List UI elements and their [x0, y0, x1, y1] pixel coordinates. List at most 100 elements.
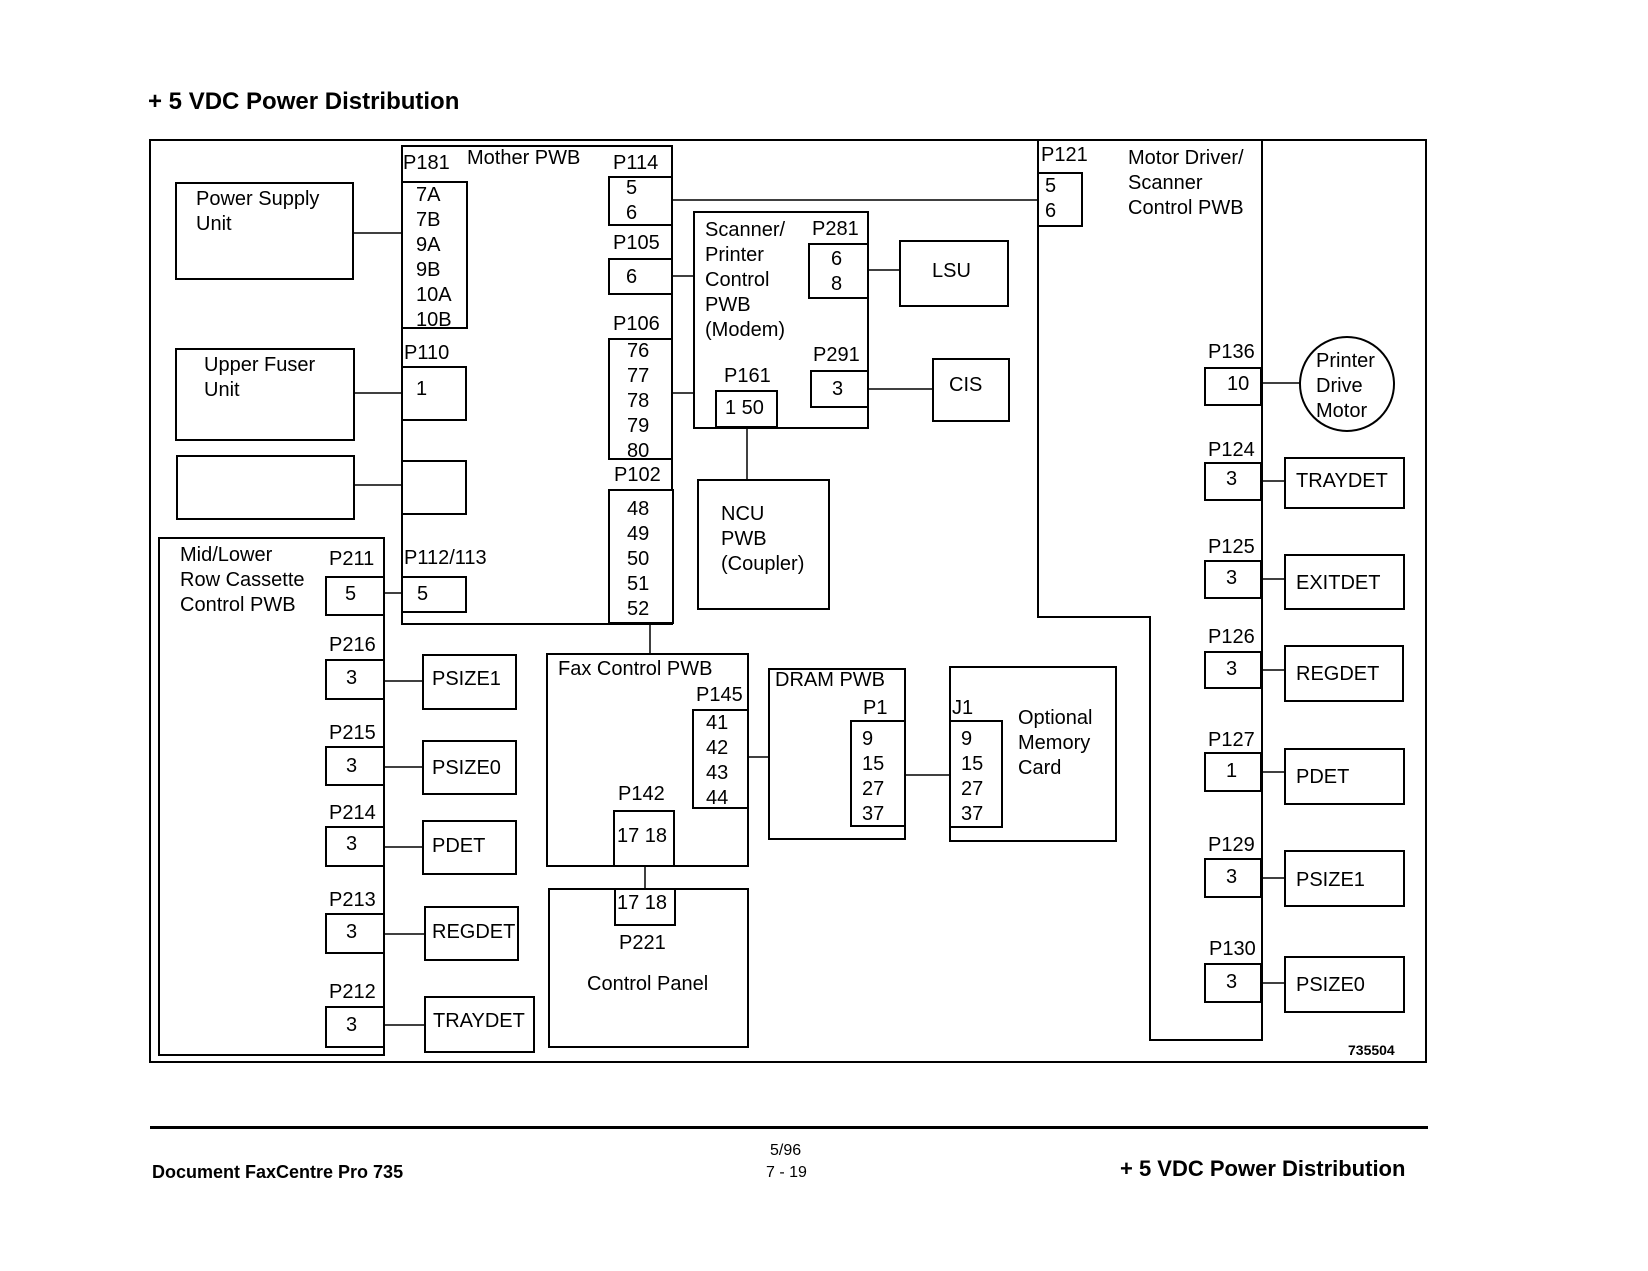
motor-driver-label: Motor Driver/ Scanner Control PWB [1128, 147, 1244, 219]
p110-pins: 1 [416, 378, 428, 400]
midlower-cassette-pwb [158, 537, 385, 1056]
p136-label: P136 [1208, 341, 1255, 363]
j1-label: J1 [952, 697, 974, 719]
regdet-right-label: REGDET [1296, 663, 1380, 685]
p215-connector [325, 746, 385, 786]
p127-label: P127 [1208, 729, 1255, 751]
p125-connector [1204, 560, 1262, 599]
pdet-sensor-left [422, 820, 517, 875]
p161-connector [715, 390, 778, 428]
footer-document: Document FaxCentre Pro 735 [152, 1162, 404, 1182]
p110-label: P110 [404, 342, 450, 364]
p145-connector [692, 709, 749, 809]
p211-pins: 5 [345, 583, 357, 605]
p124-connector [1204, 462, 1262, 501]
psize0-sensor-left [422, 740, 517, 795]
p102-pins: 48 49 50 51 52 [627, 498, 650, 620]
p124-label: P124 [1208, 439, 1255, 461]
upper-fuser-label: Upper Fuser Unit [204, 354, 316, 401]
p1-connector [850, 720, 906, 827]
p145-label: P145 [696, 684, 743, 706]
p214-label: P214 [329, 802, 376, 824]
j1-connector [949, 720, 1003, 828]
cis-unit [932, 358, 1010, 422]
memory-card-label: Optional Memory Card [1018, 707, 1093, 779]
p124-pins: 3 [1226, 468, 1238, 490]
p221-connector [614, 888, 676, 926]
psize1-sensor-left [422, 654, 517, 710]
p114-label: P114 [613, 152, 659, 174]
p129-label: P129 [1208, 834, 1255, 856]
p121-pins: 5 6 [1045, 175, 1057, 222]
p216-label: P216 [329, 634, 376, 656]
p1-pins: 9 15 27 37 [862, 728, 885, 825]
p126-connector [1204, 651, 1262, 689]
p221-pins: 17 18 [617, 892, 668, 914]
p1-label: P1 [863, 697, 888, 719]
motor-driver-outline [1037, 139, 1263, 1041]
psize0-sensor-right [1284, 956, 1405, 1013]
p291-pins: 3 [832, 378, 844, 400]
control-panel-label: Control Panel [587, 973, 709, 995]
lsu-unit [899, 240, 1009, 307]
footer-section-title: + 5 VDC Power Distribution [1120, 1156, 1406, 1181]
blank-unit [176, 455, 355, 520]
mother-pwb-label: Mother PWB [467, 147, 581, 169]
p212-label: P212 [329, 981, 376, 1003]
p121-connector [1037, 172, 1083, 227]
p215-pins: 3 [346, 755, 358, 777]
exitdet-label: EXITDET [1296, 572, 1381, 594]
p106-label: P106 [613, 313, 660, 335]
p129-connector [1204, 858, 1262, 898]
footer-page-number: 7 - 19 [766, 1164, 807, 1181]
p110-connector [401, 366, 467, 421]
p105-label: P105 [613, 232, 660, 254]
traydet-sensor-right [1284, 457, 1405, 509]
p130-pins: 3 [1226, 971, 1238, 993]
fax-control-label: Fax Control PWB [558, 658, 713, 680]
p130-connector [1204, 963, 1262, 1003]
pdet-sensor-right [1284, 748, 1405, 805]
ncu-label: NCU PWB (Coupler) [721, 503, 805, 575]
p213-pins: 3 [346, 921, 358, 943]
psize0-left-label: PSIZE0 [432, 757, 501, 779]
p106-pins: 76 77 78 79 80 [627, 340, 650, 462]
p112-pins: 5 [417, 583, 429, 605]
p125-label: P125 [1208, 536, 1255, 558]
footer-date: 5/96 [770, 1142, 802, 1159]
footer-rule [150, 1126, 1428, 1129]
p129-pins: 3 [1226, 866, 1238, 888]
psize1-right-label: PSIZE1 [1296, 869, 1365, 891]
p126-pins: 3 [1226, 658, 1238, 680]
regdet-sensor-right [1284, 645, 1404, 702]
p213-connector [325, 913, 385, 954]
j1-pins: 9 15 27 37 [961, 728, 984, 825]
outer-frame [149, 139, 1427, 1063]
dram-label: DRAM PWB [775, 669, 885, 691]
p281-connector [808, 243, 869, 299]
cis-label: CIS [949, 374, 983, 396]
p216-pins: 3 [346, 667, 358, 689]
figure-id: 735504 [1348, 1042, 1395, 1058]
regdet-left-label: REGDET [432, 921, 516, 943]
regdet-sensor-left [424, 906, 519, 961]
p181-connector [401, 181, 468, 329]
p281-label: P281 [812, 218, 859, 240]
p161-pins: 1 50 [725, 397, 764, 419]
p161-label: P161 [724, 365, 771, 387]
p136-pins: 10 [1227, 373, 1250, 395]
p212-connector [325, 1006, 385, 1048]
power-supply-unit [175, 182, 354, 280]
p142-label: P142 [618, 783, 665, 805]
psize1-left-label: PSIZE1 [432, 668, 501, 690]
p291-label: P291 [813, 344, 860, 366]
p216-connector [325, 659, 385, 700]
psize1-sensor-right [1284, 850, 1405, 907]
p142-pins: 17 18 [617, 825, 668, 847]
p211-connector [325, 576, 385, 616]
pdet-left-label: PDET [432, 835, 486, 857]
p281-pins: 6 8 [831, 248, 843, 295]
p181-label: P181 [403, 152, 450, 174]
p215-label: P215 [329, 722, 376, 744]
